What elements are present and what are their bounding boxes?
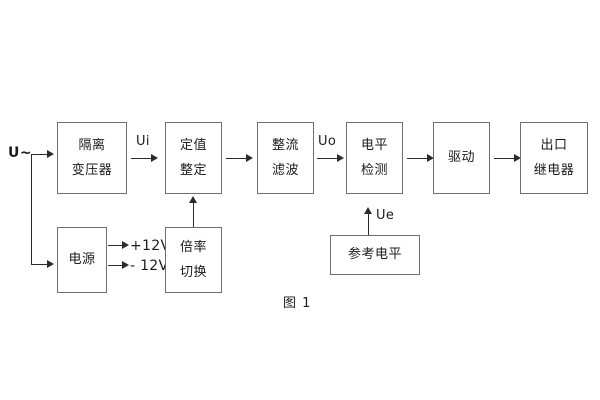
arrow-right-icon xyxy=(337,153,344,162)
signal-label-ui: Ui xyxy=(136,134,150,149)
arrow-up-icon xyxy=(188,196,197,203)
arrow-right-icon xyxy=(246,153,253,162)
block-line-2: 滤波 xyxy=(271,162,299,178)
block-line-1: 出口 xyxy=(540,137,568,153)
block-multiplier-switch: 倍率 切换 xyxy=(165,227,222,293)
block-line-1: 电平 xyxy=(360,137,388,153)
block-line-1: 参考电平 xyxy=(347,247,402,263)
rail-label-negative: - 12V xyxy=(130,258,169,274)
arrow-right-icon xyxy=(47,259,54,268)
arrow-right-icon xyxy=(122,260,129,269)
input-branch-trunk xyxy=(31,154,32,264)
block-line-2: 变压器 xyxy=(71,162,113,178)
block-reference-level: 参考电平 xyxy=(330,235,420,275)
block-line-2: 继电器 xyxy=(533,162,575,178)
block-line-2: 检测 xyxy=(360,162,388,178)
arrow-right-icon xyxy=(427,153,434,162)
connector-driver-to-relay xyxy=(494,158,516,159)
block-power-supply: 电源 xyxy=(57,227,107,293)
block-line-1: 隔离 xyxy=(78,137,106,153)
figure-caption: 图 1 xyxy=(283,296,312,311)
block-line-1: 电源 xyxy=(68,252,96,268)
arrow-up-icon xyxy=(363,207,372,214)
block-level-detect: 电平 检测 xyxy=(346,122,403,194)
block-line-1: 定值 xyxy=(179,137,207,153)
arrow-right-icon xyxy=(47,149,54,158)
block-setting-value: 定值 整定 xyxy=(165,122,222,194)
block-driver: 驱动 xyxy=(433,122,490,194)
arrow-right-icon xyxy=(514,153,521,162)
arrow-right-icon xyxy=(151,153,158,162)
connector-rectify-to-level xyxy=(317,158,339,159)
rail-label-positive: +12V xyxy=(130,238,171,254)
connector-rail-positive xyxy=(108,245,124,246)
block-output-relay: 出口 继电器 xyxy=(520,122,588,194)
input-supply-label: U~ xyxy=(8,145,33,161)
block-line-1: 整流 xyxy=(271,137,299,153)
block-line-1: 驱动 xyxy=(447,150,475,166)
input-branch-to-power-supply xyxy=(31,264,49,265)
block-isolation-transformer: 隔离 变压器 xyxy=(57,122,127,194)
signal-label-uo: Uo xyxy=(318,134,337,149)
block-rectify-filter: 整流 滤波 xyxy=(257,122,314,194)
block-line-2: 切换 xyxy=(179,264,207,280)
connector-level-to-driver xyxy=(407,158,429,159)
arrow-right-icon xyxy=(122,240,129,249)
connector-setting-to-rectify xyxy=(226,158,248,159)
block-line-1: 倍率 xyxy=(179,239,207,255)
connector-reference-to-level xyxy=(368,214,369,235)
connector-rail-negative xyxy=(108,265,124,266)
signal-label-ue: Ue xyxy=(376,208,395,223)
connector-transformer-to-setting xyxy=(131,158,153,159)
connector-multiplier-to-setting xyxy=(193,203,194,227)
block-line-2: 整定 xyxy=(179,162,207,178)
input-branch-to-transformer xyxy=(31,154,49,155)
